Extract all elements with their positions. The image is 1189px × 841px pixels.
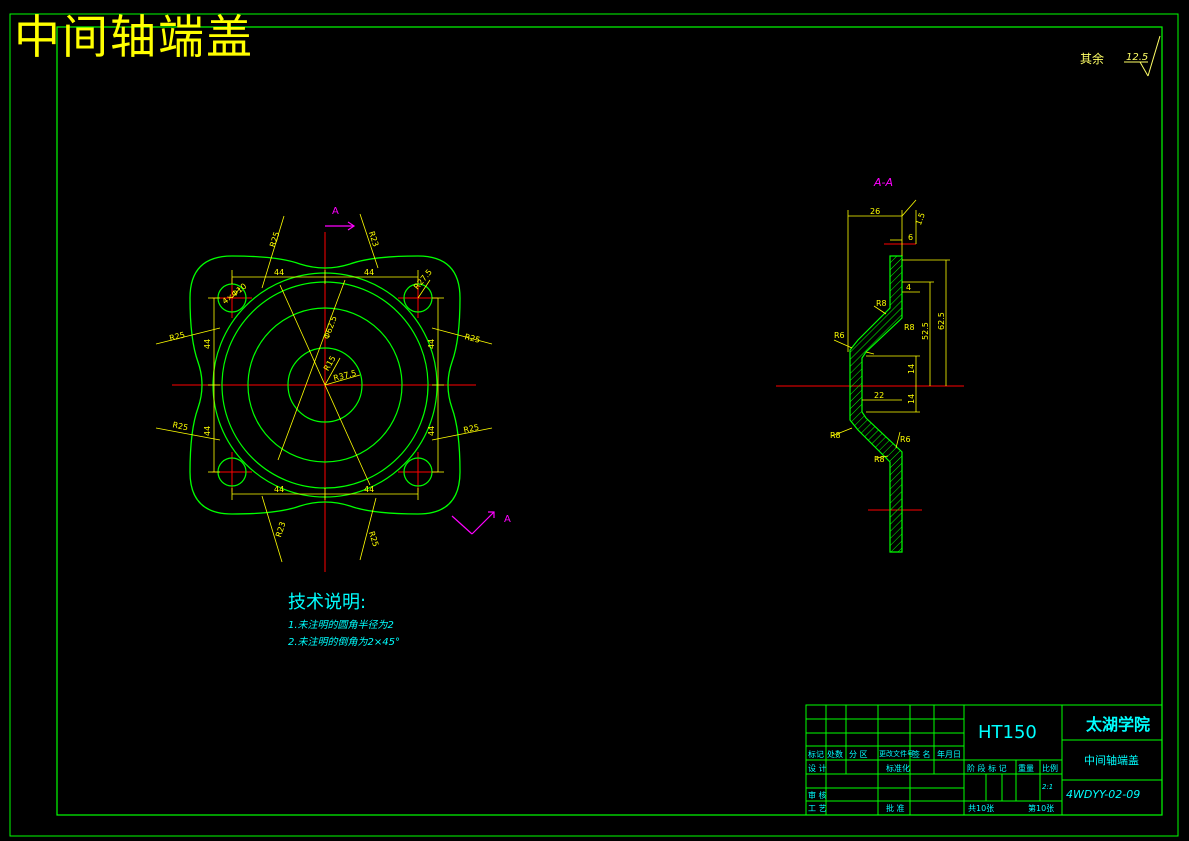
row-process: 工 艺	[808, 804, 827, 813]
row-approve: 批 准	[886, 804, 905, 813]
dim-44-bottom-right: 44	[364, 485, 374, 494]
section-cut-markers	[325, 221, 495, 535]
dim-22: 22	[874, 391, 884, 400]
section-marker-top: A	[332, 206, 339, 217]
school-name: 太湖学院	[1086, 715, 1151, 734]
tech-notes-title: 技术说明:	[288, 592, 367, 613]
dim-1-5: 1.5	[914, 211, 927, 226]
dim-r25-right-upper: R25	[464, 332, 481, 345]
dim-r23-top-right: R23	[367, 230, 380, 248]
stage-label: 阶 段 标 记	[967, 764, 1007, 773]
flange-outline	[189, 255, 461, 515]
section-title: A-A	[873, 176, 893, 189]
dim-44-top-left: 44	[274, 268, 284, 277]
sheet-number: 第10张	[1028, 804, 1055, 813]
dim-4: 4	[906, 283, 911, 292]
dim-r8-bottom: R8	[874, 455, 885, 464]
scale-value: 2:1	[1042, 783, 1054, 791]
inner-border	[56, 26, 1163, 816]
scale-label: 比例	[1042, 764, 1058, 773]
dim-r25-left-upper: R25	[168, 330, 185, 343]
dim-44-bottom-left: 44	[274, 485, 284, 494]
row-standard: 标准化	[886, 764, 910, 773]
drawing-title: 中间轴端盖	[14, 10, 254, 64]
section-view: A-A	[776, 176, 964, 553]
dim-44-left-lower: 44	[203, 426, 212, 436]
hdr-date: 年月日	[937, 750, 961, 759]
front-dimension-lines	[155, 213, 493, 563]
dim-52-5: 52.5	[921, 322, 930, 340]
tech-note-1: 1.未注明的圆角半径为2	[288, 620, 394, 631]
dim-r23-bottom-left: R23	[274, 521, 287, 539]
dim-r6-left: R6	[834, 331, 845, 340]
material-label: HT150	[978, 722, 1037, 743]
dim-r25-right-lower: R25	[463, 423, 480, 435]
row-design: 设 计	[808, 764, 827, 773]
outer-border	[9, 13, 1179, 837]
front-centerlines	[172, 232, 476, 572]
dim-14-a: 14	[907, 364, 916, 374]
hdr-zone: 分 区	[849, 750, 868, 759]
dim-r6-right: R6	[900, 435, 911, 444]
dim-6: 6	[908, 233, 913, 242]
tech-note-2: 2.未注明的倒角为2×45°	[288, 637, 401, 648]
dim-r25-left-lower: R25	[172, 420, 189, 432]
dim-hole-dia: 4×Φ10	[221, 282, 249, 307]
row-review: 审 核	[808, 791, 827, 800]
drawing-number: 4WDYY-02-09	[1066, 788, 1141, 801]
dim-44-top-right: 44	[364, 268, 374, 277]
dim-r8-top: R8	[876, 299, 887, 308]
dim-44-left-upper: 44	[203, 339, 212, 349]
section-dimension-text: 26 1.5 6 4 62.5 52.5 14 22 14 R6 R8 R8 R…	[830, 207, 946, 464]
dim-r27-5: R27.5	[412, 268, 434, 292]
hdr-change: 更改文件号	[879, 750, 914, 758]
dim-44-right-lower: 44	[427, 426, 436, 436]
roughness-label: 其余	[1080, 52, 1105, 66]
sheet-total: 共10张	[968, 804, 995, 813]
dim-26: 26	[870, 207, 880, 216]
roughness-value: 12.5	[1126, 52, 1148, 63]
dim-62-5: 62.5	[937, 312, 946, 330]
hdr-count: 处数	[827, 750, 843, 759]
roughness-symbol	[1124, 35, 1161, 77]
dim-14-b: 14	[907, 394, 916, 404]
hdr-mark: 标记	[808, 750, 824, 759]
section-marker-bottom: A	[504, 514, 511, 525]
dim-44-right-upper: 44	[427, 339, 436, 349]
dim-r37-5: R37.5	[332, 369, 357, 383]
section-dimension-lines	[831, 199, 950, 459]
part-name: 中间轴端盖	[1084, 754, 1139, 767]
hdr-sign: 签 名	[912, 750, 931, 759]
dim-r8-right: R8	[904, 323, 915, 332]
dim-r25-bottom-right: R25	[367, 530, 380, 548]
section-profile	[849, 255, 903, 553]
title-block	[805, 704, 1163, 816]
dim-r8-left: R8	[830, 431, 841, 440]
dim-r15: R15	[322, 354, 338, 372]
dim-r25-top-left: R25	[268, 231, 281, 249]
front-view: 44 44 44 44 44 44 44 44 R25 R23 R25 R25 …	[155, 206, 511, 572]
weight-label: 重量	[1018, 764, 1034, 773]
section-centerlines	[776, 243, 964, 511]
